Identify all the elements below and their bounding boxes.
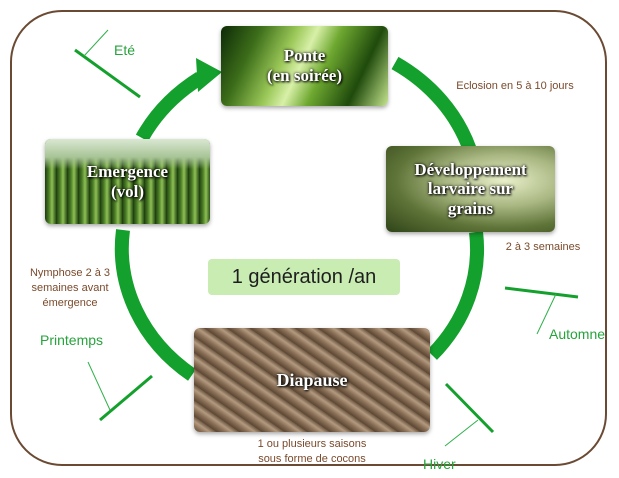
- cycle-arrowhead-icon: [196, 58, 222, 92]
- season-marker-hiver: [444, 382, 495, 447]
- stage-emergence: Emergence (vol): [45, 139, 210, 224]
- diagram-frame: [10, 10, 607, 466]
- season-marker-automne: [504, 286, 579, 335]
- stage-developpement: Développement larvaire sur grains: [386, 146, 555, 232]
- stage-ponte-label: Ponte (en soirée): [266, 46, 343, 85]
- note-larval-duration: 2 à 3 semaines: [505, 241, 581, 253]
- cycle-arrow-icon: [135, 72, 204, 142]
- stage-ponte: Ponte (en soirée): [221, 26, 388, 106]
- stage-diapause-label: Diapause: [276, 369, 348, 390]
- stage-developpement-label: Développement larvaire sur grains: [414, 159, 527, 218]
- season-automne: Automne: [549, 326, 606, 342]
- stage-diapause: Diapause: [194, 328, 430, 432]
- stage-emergence-label: Emergence (vol): [86, 161, 169, 201]
- cycle-arrow-icon: [114, 229, 196, 381]
- season-marker-ete: [74, 29, 141, 99]
- note-diapause: 1 ou plusieurs saisons sous forme de coc…: [257, 438, 367, 465]
- season-ete: Eté: [114, 42, 136, 58]
- generation-label: 1 génération /an: [208, 259, 400, 295]
- season-printemps: Printemps: [40, 332, 104, 348]
- note-eclosion: Eclosion en 5 à 10 jours: [456, 80, 574, 92]
- season-marker-printemps: [87, 361, 153, 422]
- cycle-arrow-icon: [426, 231, 485, 360]
- season-hiver: Hiver: [423, 456, 456, 472]
- cycle-arrow-icon: [391, 56, 477, 153]
- note-nymphose: Nymphose 2 à 3 semaines avant émergence: [29, 267, 111, 309]
